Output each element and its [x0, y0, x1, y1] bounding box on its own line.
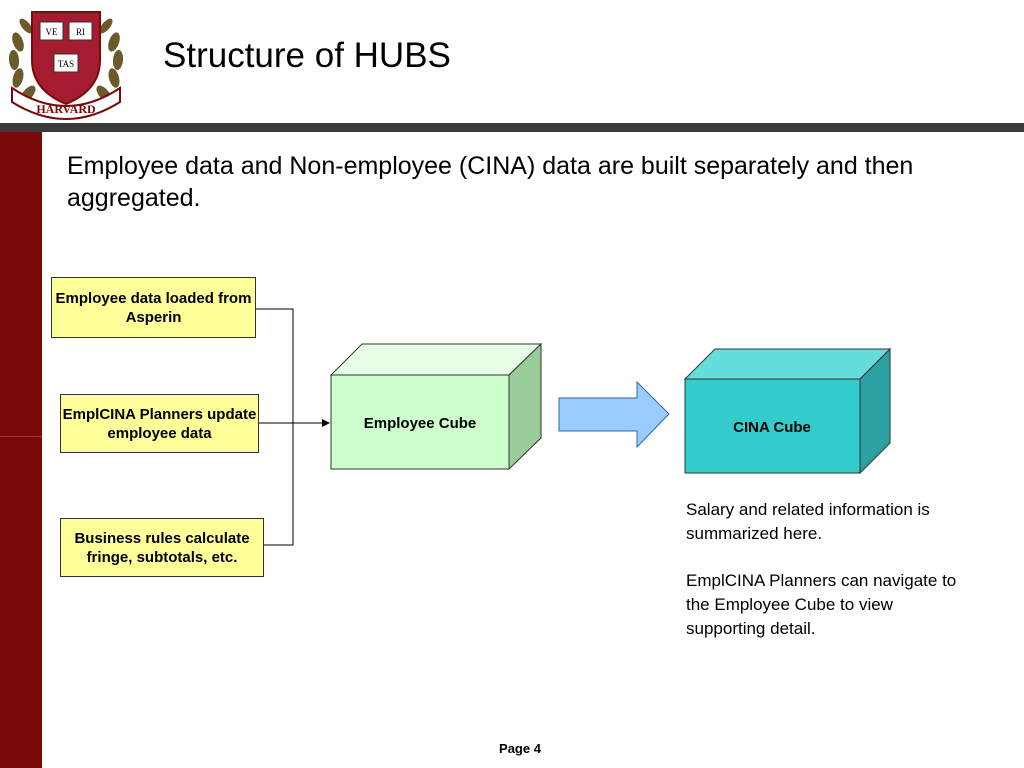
note-navigation: EmplCINA Planners can navigate to the Em… — [686, 571, 957, 638]
side-band-divider — [0, 436, 42, 437]
employee-cube: Employee Cube — [329, 342, 543, 471]
connector-rules — [264, 423, 294, 546]
cina-cube-label: CINA Cube — [733, 419, 811, 436]
page-number: Page 4 — [499, 741, 541, 756]
slide-title: Structure of HUBS — [163, 36, 451, 75]
connector-asperin — [256, 308, 294, 423]
notes-panel: Salary and related information is summar… — [686, 498, 976, 664]
header-divider-bar — [0, 123, 1024, 132]
harvard-shield-logo: VE RI TAS HARVARD — [8, 11, 124, 120]
cina-cube: CINA Cube — [683, 347, 892, 475]
source-box-business-rules: Business rules calculate fringe, subtota… — [60, 518, 264, 577]
source-box-asperin: Employee data loaded from Asperin — [51, 277, 256, 338]
shield-book-top-right: RI — [76, 27, 85, 37]
note-salary-summary: Salary and related information is summar… — [686, 500, 930, 543]
intro-text: Employee data and Non-employee (CINA) da… — [67, 152, 914, 212]
side-band — [0, 132, 42, 768]
connector-lines — [256, 308, 330, 546]
ribbon-icon — [11, 86, 121, 120]
source-box-planners: EmplCINA Planners update employee data — [60, 394, 259, 453]
employee-cube-label: Employee Cube — [364, 415, 477, 432]
block-arrow-icon — [558, 380, 670, 449]
ribbon-text: HARVARD — [36, 102, 96, 116]
shield-book-bottom: TAS — [58, 59, 74, 69]
shield-book-top-left: VE — [46, 27, 58, 37]
